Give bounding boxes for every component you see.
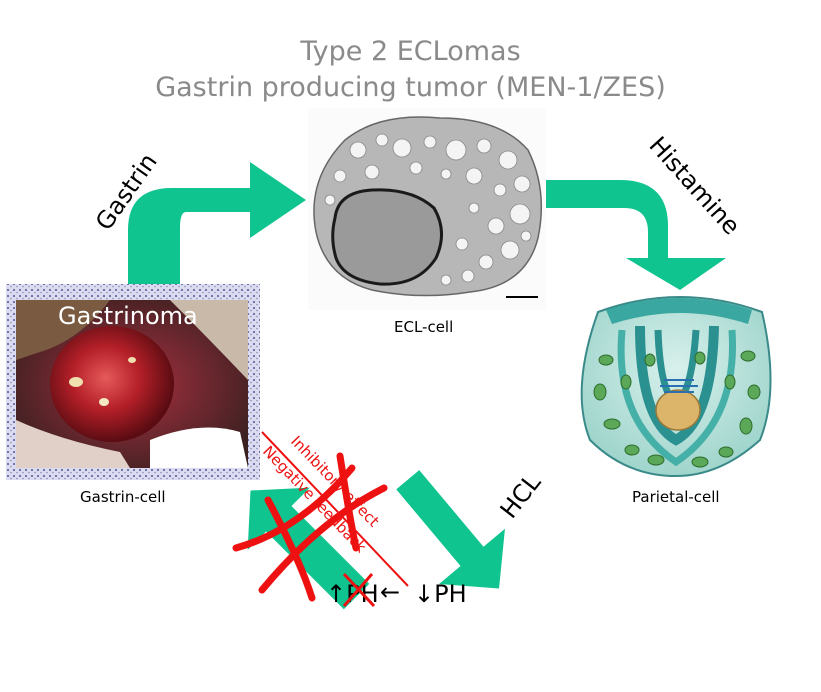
- histamine-arrow: [546, 180, 726, 290]
- title-line-2: Gastrin producing tumor (MEN-1/ZES): [155, 72, 666, 103]
- ecl-cell-caption: ECL-cell: [394, 318, 454, 336]
- gastrinoma-image: [6, 284, 260, 480]
- parietal-cell-image: [580, 296, 772, 478]
- hcl-arrow: [396, 470, 505, 589]
- gastrin-arrow: [128, 162, 306, 290]
- ecl-cell-image: [308, 108, 546, 310]
- feedback-cross: [232, 452, 388, 602]
- hcl-arrow-label: HCL: [495, 468, 547, 524]
- ph-cross: [342, 572, 376, 608]
- title-line-1: Type 2 ECLomas: [300, 36, 521, 67]
- ph-arrow-label: ←: [380, 578, 400, 606]
- gastrin-cell-caption: Gastrin-cell: [80, 488, 166, 506]
- feedback-line-top: [261, 431, 409, 587]
- parietal-cell-caption: Parietal-cell: [632, 488, 720, 506]
- ph-down-label: ↓PH: [414, 580, 467, 608]
- gastrinoma-label: Gastrinoma: [58, 302, 198, 330]
